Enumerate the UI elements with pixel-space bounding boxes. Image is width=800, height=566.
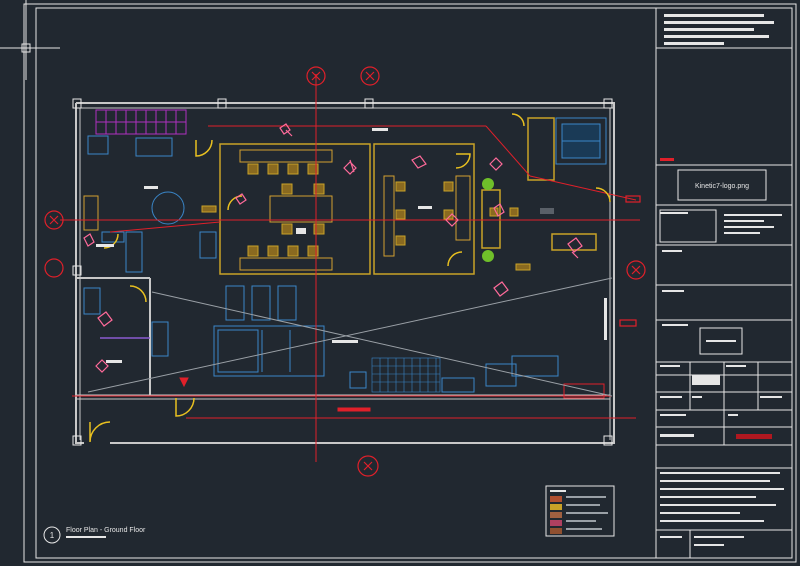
view-number: 1 bbox=[50, 531, 55, 540]
sheet-outer-border bbox=[23, 3, 797, 563]
cad-crosshair-cursor bbox=[0, 0, 60, 80]
gridline-bubble-icon bbox=[357, 455, 379, 477]
gridline-bubble-icon bbox=[306, 66, 326, 86]
exterior-walls bbox=[75, 102, 615, 444]
stairs bbox=[95, 109, 187, 135]
meeting-room bbox=[555, 117, 607, 165]
title-block bbox=[655, 8, 792, 558]
office-desks bbox=[83, 149, 471, 271]
office-chairs bbox=[201, 163, 531, 271]
plan-labels bbox=[96, 128, 607, 363]
drawing-title: 1 Floor Plan - Ground Floor bbox=[43, 526, 146, 544]
section-marker-icon bbox=[179, 377, 189, 388]
plants bbox=[482, 178, 494, 262]
structural-columns bbox=[72, 98, 613, 446]
floor-grating bbox=[371, 357, 441, 393]
title-block-text-lines bbox=[660, 14, 784, 546]
north-marker-icon bbox=[43, 526, 61, 544]
gridline-bubbles bbox=[44, 66, 646, 477]
gridline-bubble-icon bbox=[360, 66, 380, 86]
gridline-bubble-icon bbox=[44, 258, 64, 278]
gridline-bubble-icon bbox=[626, 260, 646, 280]
drawing-title-text: Floor Plan - Ground Floor bbox=[66, 527, 146, 534]
red-dimension-lines bbox=[60, 74, 640, 462]
office-room-a bbox=[219, 117, 597, 275]
equipment-blue bbox=[83, 135, 559, 393]
legend-box bbox=[545, 485, 615, 537]
occupant-figures bbox=[83, 123, 583, 373]
floor-plan bbox=[44, 66, 646, 477]
doors bbox=[89, 113, 611, 443]
gridline-bubble-icon bbox=[44, 210, 64, 230]
sheet-inner-border bbox=[35, 7, 793, 559]
section-cross-lines bbox=[87, 277, 613, 397]
logo-placeholder-text: Kinetic7-logo.png bbox=[695, 183, 749, 190]
